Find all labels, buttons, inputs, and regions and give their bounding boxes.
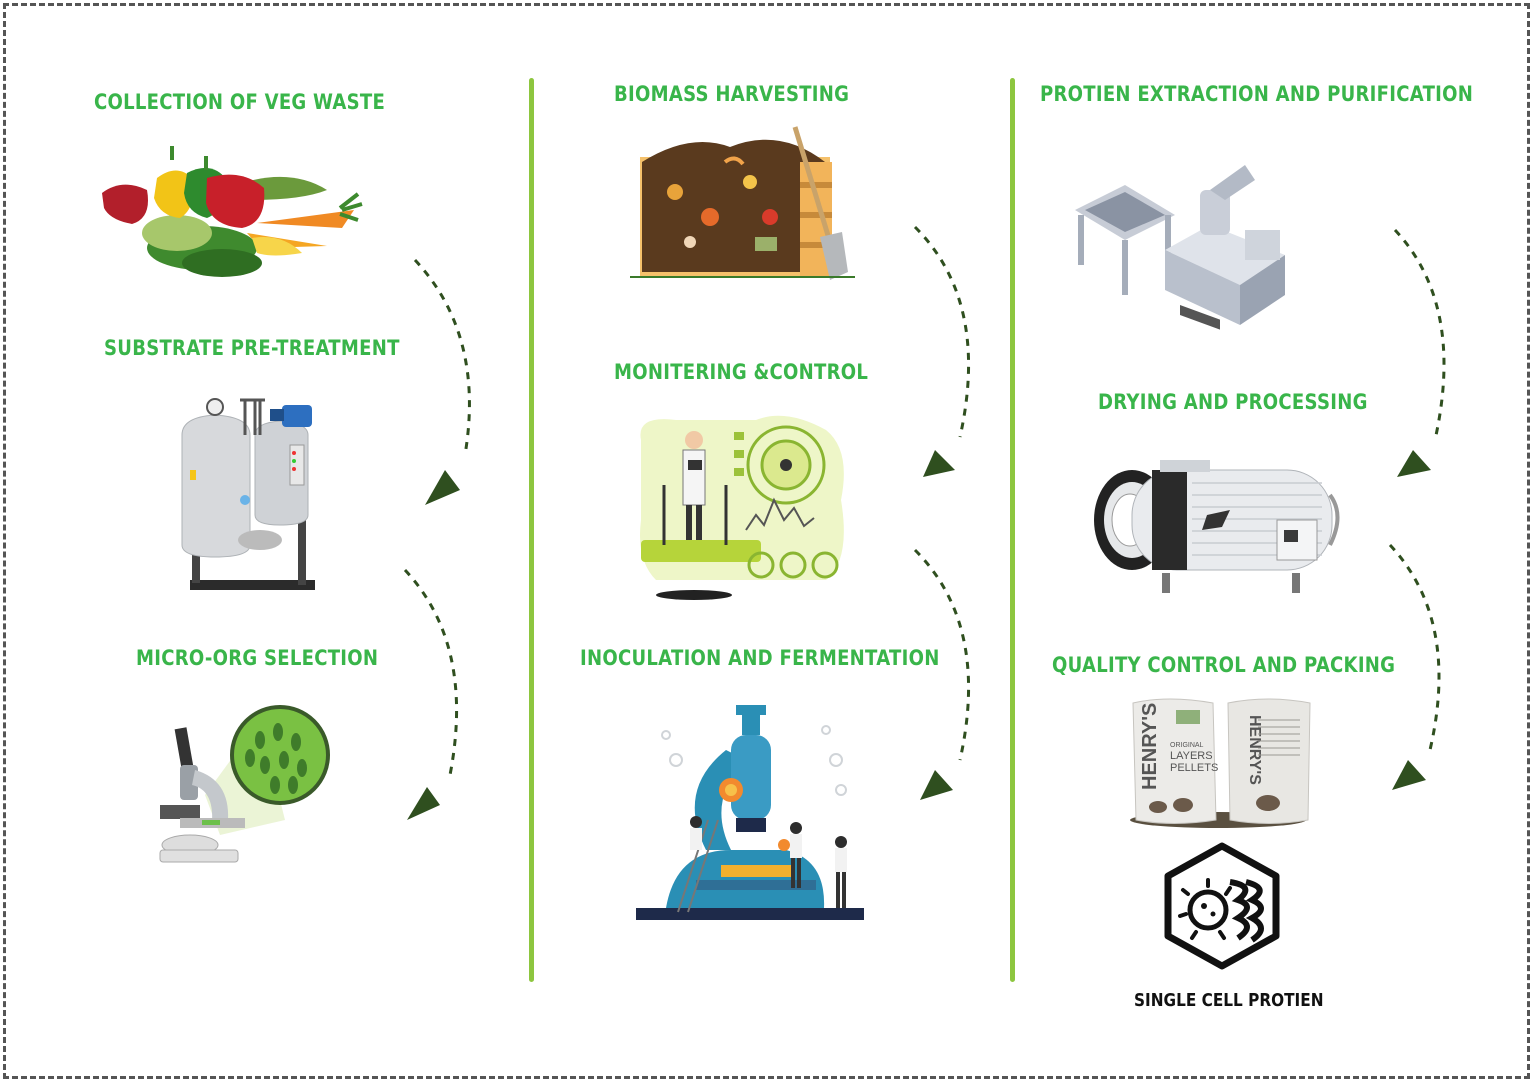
- scientist-dashboard-icon: [640, 415, 844, 600]
- final-product-label: Single cell protien: [1134, 990, 1324, 1011]
- step-title-collection: Collection of veg waste: [94, 90, 386, 114]
- step-title-drying: Drying and processing: [1098, 390, 1368, 414]
- extraction-machine-icon: [1075, 165, 1285, 330]
- diagram-frame: [3, 3, 1530, 1079]
- compost-bin-icon: [630, 126, 855, 280]
- pressure-tank-icon: [181, 398, 315, 590]
- step-title-biomass: Biomass harvesting: [614, 82, 850, 106]
- column-divider-2: [1010, 78, 1015, 982]
- flow-arrow-7-to-8: [1393, 228, 1446, 477]
- vegetables-icon: [102, 146, 363, 277]
- bag-brand-label: HENRY'S: [1139, 703, 1161, 790]
- bag-brand-label-back: HENRY'S: [1246, 715, 1263, 785]
- giant-microscope-icon: [636, 705, 864, 920]
- step-title-substrate: Substrate pre-treatment: [104, 336, 400, 360]
- bag-line2: LAYERS: [1170, 750, 1213, 762]
- feed-bags-icon: HENRY'S HENRY'S ORIGINAL LAYERS PELLETS: [1130, 698, 1311, 828]
- bag-line1: ORIGINAL: [1170, 742, 1204, 749]
- flow-arrow-2-to-3: [403, 568, 459, 820]
- flow-arrow-1-to-2: [413, 258, 471, 505]
- step-title-micro-org: Micro-org selection: [136, 646, 379, 670]
- flow-arrow-5-to-6: [913, 548, 970, 800]
- step-title-extraction: Protien extraction and purification: [1040, 82, 1474, 106]
- bag-line3: PELLETS: [1170, 762, 1218, 774]
- flow-arrow-8-to-9: [1388, 543, 1441, 790]
- step-title-monitoring: Monitering &control: [614, 360, 869, 384]
- step-title-inoculation: Inoculation and fermentation: [580, 646, 940, 670]
- column-divider-1: [529, 78, 534, 982]
- step-title-quality: Quality control and packing: [1052, 653, 1396, 677]
- flow-arrow-4-to-5: [913, 225, 970, 477]
- single-cell-protein-hexagon-icon: [1164, 842, 1280, 970]
- microscope-icon: [159, 705, 330, 863]
- dryer-machine-icon: [1094, 460, 1340, 593]
